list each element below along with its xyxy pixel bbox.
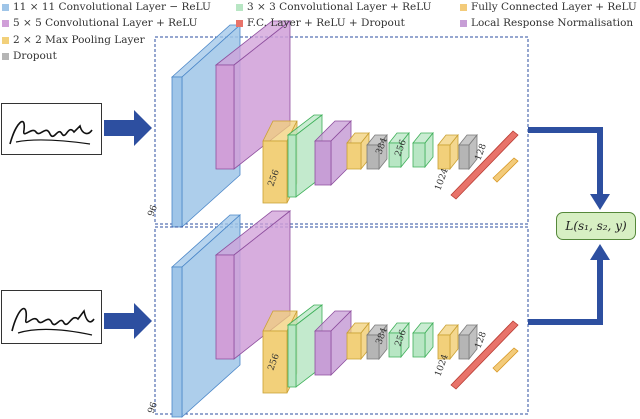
output-arrowhead-bottom <box>590 244 610 260</box>
legend-item-pool: 2 × 2 Max Pooling Layer <box>2 33 145 47</box>
legend-swatch-conv11 <box>2 3 9 11</box>
layer-dropout2-bottom-face <box>458 334 470 360</box>
layer-conv3b-bottom-face <box>388 332 402 358</box>
signature-image-bottom <box>1 290 102 344</box>
layer-fc-dropout-top <box>450 130 519 200</box>
layer-dropout1-bottom-face <box>366 334 380 360</box>
layer-lrn-bottom-face <box>314 330 332 376</box>
legend-item-conv5: 5 × 5 Convolutional Layer + ReLU <box>2 16 198 30</box>
loss-function-label: L(s₁, s₂, y) <box>565 219 627 233</box>
legend-label-conv11: 11 × 11 Convolutional Layer − ReLU <box>13 1 211 13</box>
layer-conv11-top-face <box>171 76 183 228</box>
layer-conv3b-top-face <box>388 142 402 168</box>
layer-dropout1-bottom <box>366 323 388 361</box>
layer-dropout2-top-face <box>458 144 470 170</box>
legend-item-conv11: 11 × 11 Convolutional Layer − ReLU <box>2 0 211 14</box>
layer-pool1-top-face <box>262 140 288 204</box>
layer-pool2-bottom <box>346 321 370 361</box>
layer-fc-bottom <box>492 347 519 373</box>
legend-swatch-fcdrop <box>236 19 243 27</box>
layer-conv11-bottom-face <box>171 266 183 418</box>
legend-label-fc: Fully Connected Layer + ReLU <box>471 1 637 13</box>
signature-scribble-bottom <box>11 307 95 336</box>
layer-conv3c-top <box>412 131 434 169</box>
layer-conv5-top-face <box>215 64 235 170</box>
legend-swatch-fc <box>460 3 467 11</box>
legend-item-conv3: 3 × 3 Convolutional Layer + ReLU <box>236 0 432 14</box>
legend-item-dropout: Dropout <box>2 49 57 63</box>
layer-conv3c-bottom-face <box>412 332 426 358</box>
layer-dropout2-bottom <box>458 323 478 361</box>
legend-swatch-pool <box>2 36 9 44</box>
layer-lrn-top <box>314 120 352 186</box>
layer-conv3b-bottom <box>388 321 410 359</box>
legend-swatch-conv5 <box>2 19 9 27</box>
layer-pool3-top-face <box>437 144 451 170</box>
layer-pool2-bottom-face <box>346 332 362 360</box>
layer-dropout2-top <box>458 133 478 171</box>
signature-scribble-top <box>9 120 93 145</box>
legend-item-fcdrop: F.C. Layer + ReLU + Dropout <box>236 16 405 30</box>
legend-item-fc: Fully Connected Layer + ReLU <box>460 0 637 14</box>
legend-swatch-dropout <box>2 52 9 60</box>
legend-label-fcdrop: F.C. Layer + ReLU + Dropout <box>247 17 405 29</box>
output-line-top <box>528 127 603 196</box>
layer-conv3b-top <box>388 131 410 169</box>
layer-conv3c-top-face <box>412 142 426 168</box>
legend-swatch-conv3 <box>236 3 243 11</box>
output-arrowhead-top <box>590 194 610 210</box>
layer-dropout1-top <box>366 133 388 171</box>
legend-label-dropout: Dropout <box>13 50 57 62</box>
layer-pool3-bottom-face <box>437 334 451 360</box>
layer-pool3-top <box>437 133 459 171</box>
layer-fc-top <box>492 157 519 183</box>
legend-label-lrn: Local Response Normalisation <box>471 17 634 29</box>
output-line-bottom <box>528 258 603 325</box>
layer-dropout1-top-face <box>366 144 380 170</box>
layer-pool2-top-face <box>346 142 362 170</box>
legend-swatch-lrn <box>460 19 467 27</box>
layer-conv3a-bottom-face <box>287 324 297 388</box>
layer-pool1-bottom-face <box>262 330 288 394</box>
layer-pool2-top <box>346 131 370 171</box>
layer-conv5-bottom-face <box>215 254 235 360</box>
input-arrow-bottom <box>104 303 152 339</box>
legend-item-lrn: Local Response Normalisation <box>460 16 633 30</box>
layer-conv3c-bottom <box>412 321 434 359</box>
layer-conv3a-top-face <box>287 134 297 198</box>
legend-label-pool: 2 × 2 Max Pooling Layer <box>13 34 145 46</box>
loss-function-box: L(s₁, s₂, y) <box>556 212 636 240</box>
layer-lrn-top-face <box>314 140 332 186</box>
layer-pool3-bottom <box>437 323 459 361</box>
input-arrow-top <box>104 110 152 146</box>
signature-image-top <box>1 103 102 155</box>
legend-label-conv5: 5 × 5 Convolutional Layer + ReLU <box>13 17 198 29</box>
layer-fc-dropout-bottom <box>450 320 519 390</box>
legend-label-conv3: 3 × 3 Convolutional Layer + ReLU <box>247 1 432 13</box>
